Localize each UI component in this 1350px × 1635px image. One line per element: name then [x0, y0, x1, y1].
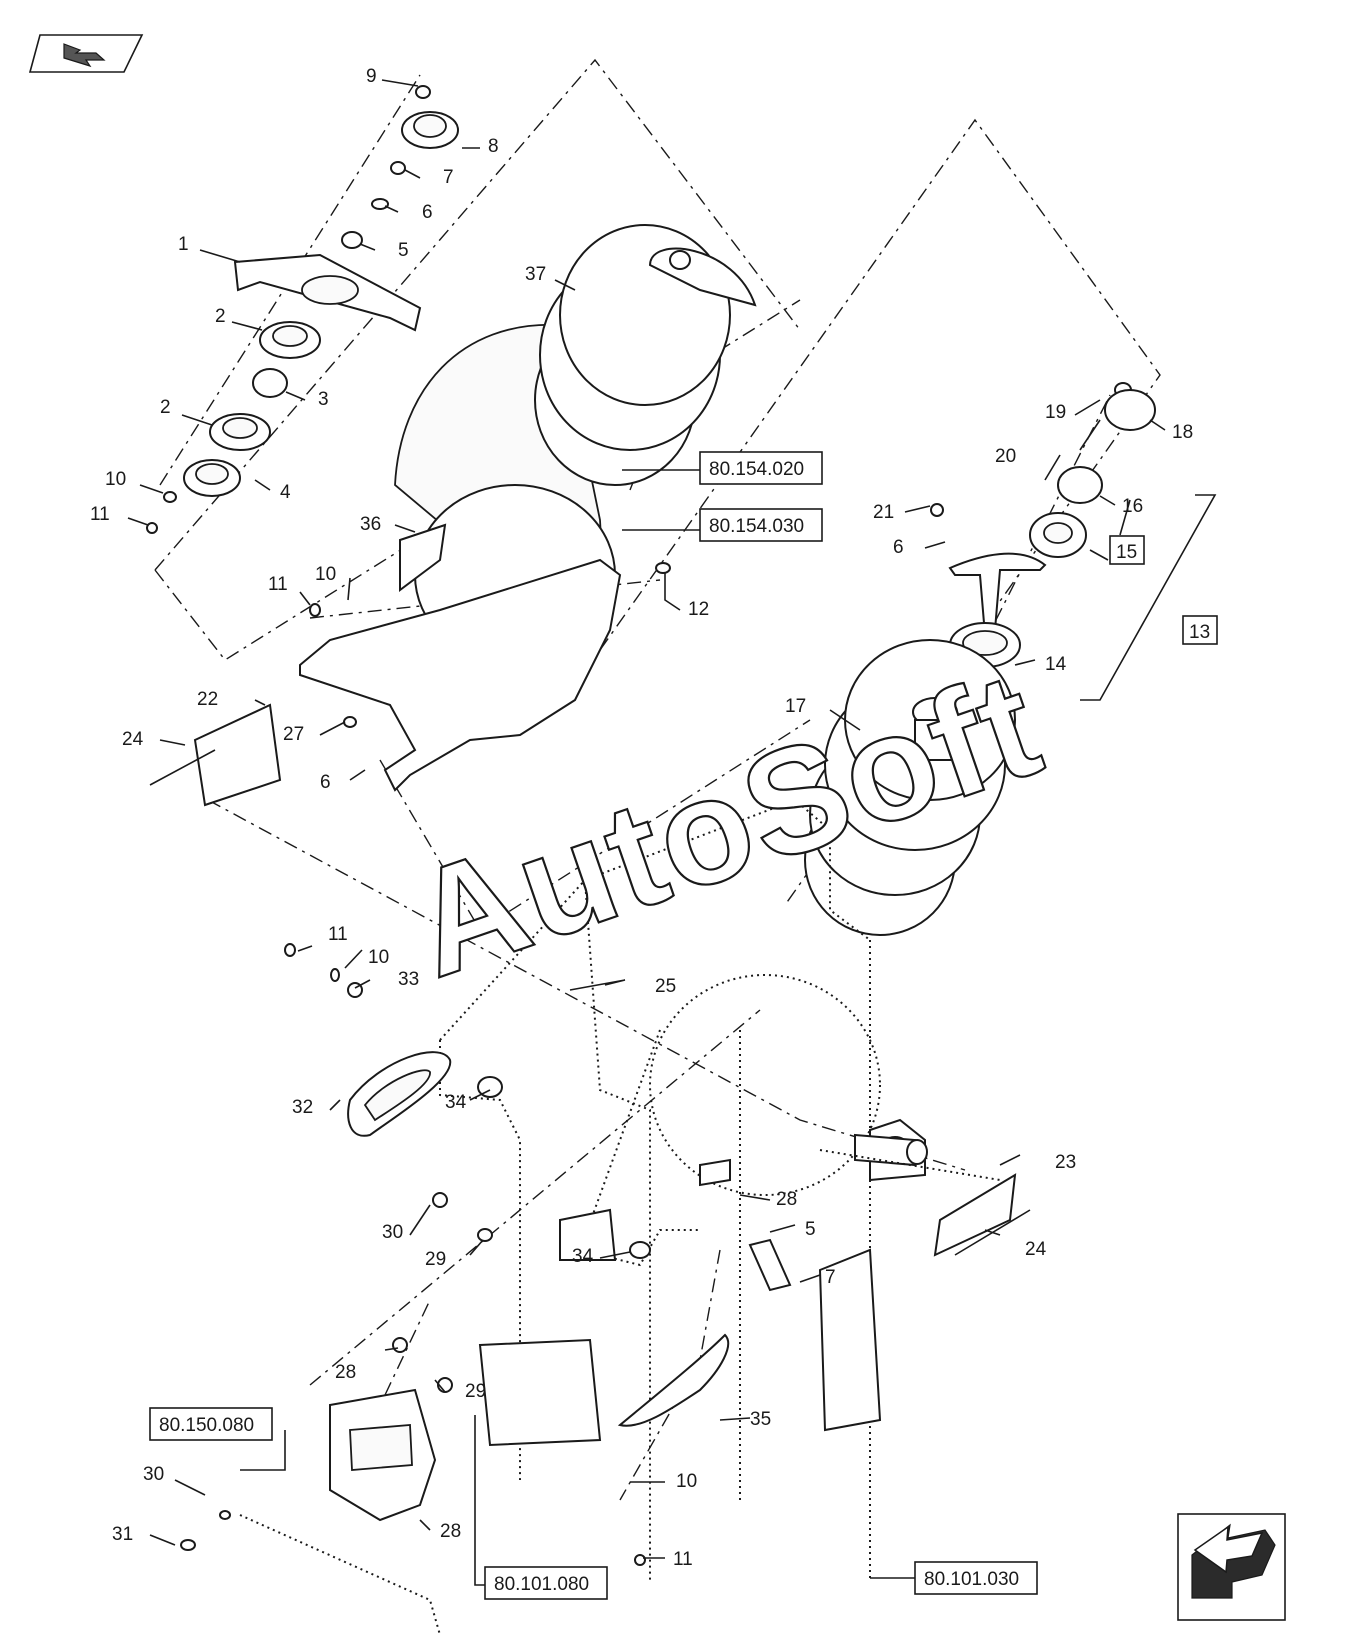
- svg-text:80.150.080: 80.150.080: [159, 1415, 254, 1436]
- callout-11b: 11: [268, 574, 288, 595]
- callout-5b: 5: [805, 1219, 816, 1240]
- callout-30b: 30: [143, 1464, 164, 1485]
- callout-9: 9: [366, 66, 377, 87]
- callout-34: 34: [445, 1092, 467, 1113]
- svg-text:13: 13: [1189, 622, 1210, 643]
- ref-80-150-080: [149, 1407, 273, 1441]
- callout-1: 1: [178, 234, 189, 255]
- callout-7b: 7: [825, 1267, 836, 1288]
- callout-19: 19: [1045, 402, 1066, 423]
- callout-14: 14: [1045, 654, 1067, 675]
- frame-housing: [439, 798, 1001, 1580]
- callout-7: 7: [443, 167, 454, 188]
- callout-2: 2: [215, 306, 226, 327]
- callout-34b: 34: [572, 1246, 594, 1267]
- callout-24: 24: [122, 729, 144, 750]
- callout-10d: 10: [676, 1471, 697, 1492]
- ref-80-101-030: [914, 1561, 1038, 1595]
- callout-37: 37: [525, 264, 546, 285]
- callout-31b: 31: [112, 1524, 133, 1545]
- callout-33: 33: [398, 969, 419, 990]
- callout-23: 23: [1055, 1152, 1076, 1173]
- svg-text:80.154.020: 80.154.020: [709, 459, 804, 480]
- callout-10c: 10: [368, 947, 389, 968]
- callout-10b: 10: [315, 564, 336, 585]
- box-13: [1182, 615, 1218, 645]
- svg-text:80.101.030: 80.101.030: [924, 1569, 1019, 1590]
- back-arrow-icon[interactable]: [28, 34, 144, 73]
- callout-18: 18: [1172, 422, 1193, 443]
- bearing-stack: [146, 85, 459, 534]
- boxed-callouts: 15 13: [1109, 535, 1218, 645]
- callout-labels: 9 8 7 6 5 1 2 3 2 4 10 11 37 36 11 10 12…: [90, 66, 1193, 1570]
- callout-6c: 6: [320, 772, 331, 793]
- callout-28: 28: [440, 1521, 461, 1542]
- callout-22: 22: [197, 689, 218, 710]
- callout-10: 10: [105, 469, 126, 490]
- callout-8: 8: [488, 136, 499, 157]
- callout-16: 16: [1122, 496, 1143, 517]
- callout-6b: 6: [893, 537, 904, 558]
- callout-20: 20: [995, 446, 1016, 467]
- reference-boxes[interactable]: 80.154.020 80.154.030 80.150.080 80.101.…: [149, 451, 1038, 1600]
- callout-leaders: [127, 79, 1166, 1586]
- callout-6: 6: [422, 202, 433, 223]
- callout-25: 25: [655, 976, 676, 997]
- callout-31: 30: [382, 1222, 403, 1243]
- guard-handles: [149, 562, 1031, 1635]
- callout-26: 28: [776, 1189, 797, 1210]
- svg-text:80.101.080: 80.101.080: [494, 1574, 589, 1595]
- upper-auger: [299, 224, 757, 792]
- next-page-arrow-icon[interactable]: [1177, 1513, 1286, 1621]
- callout-11c: 11: [328, 924, 348, 945]
- callout-35: 35: [750, 1409, 771, 1430]
- ref-80-154-020: [699, 451, 823, 485]
- callout-30: 29: [425, 1249, 446, 1270]
- callout-4: 4: [280, 482, 291, 503]
- ref-80-154-030: [699, 508, 823, 542]
- callout-24b: 24: [1025, 1239, 1047, 1260]
- svg-text:80.154.030: 80.154.030: [709, 516, 804, 537]
- right-auger-assembly: [804, 382, 1217, 936]
- callout-32: 32: [292, 1097, 313, 1118]
- callout-17: 17: [785, 696, 806, 717]
- callout-21: 21: [873, 502, 894, 523]
- callout-11d: 11: [673, 1549, 693, 1570]
- callout-11: 11: [90, 504, 110, 525]
- svg-text:15: 15: [1116, 542, 1137, 563]
- box-15: [1109, 535, 1145, 565]
- callout-29b: 29: [465, 1381, 486, 1402]
- callout-5: 5: [398, 240, 409, 261]
- callout-12: 12: [688, 599, 709, 620]
- callout-2b: 2: [160, 397, 171, 418]
- ref-80-101-080: [484, 1566, 608, 1600]
- callout-27: 27: [283, 724, 304, 745]
- callout-36: 36: [360, 514, 381, 535]
- callout-29: 28: [335, 1362, 356, 1383]
- callout-3: 3: [318, 389, 329, 410]
